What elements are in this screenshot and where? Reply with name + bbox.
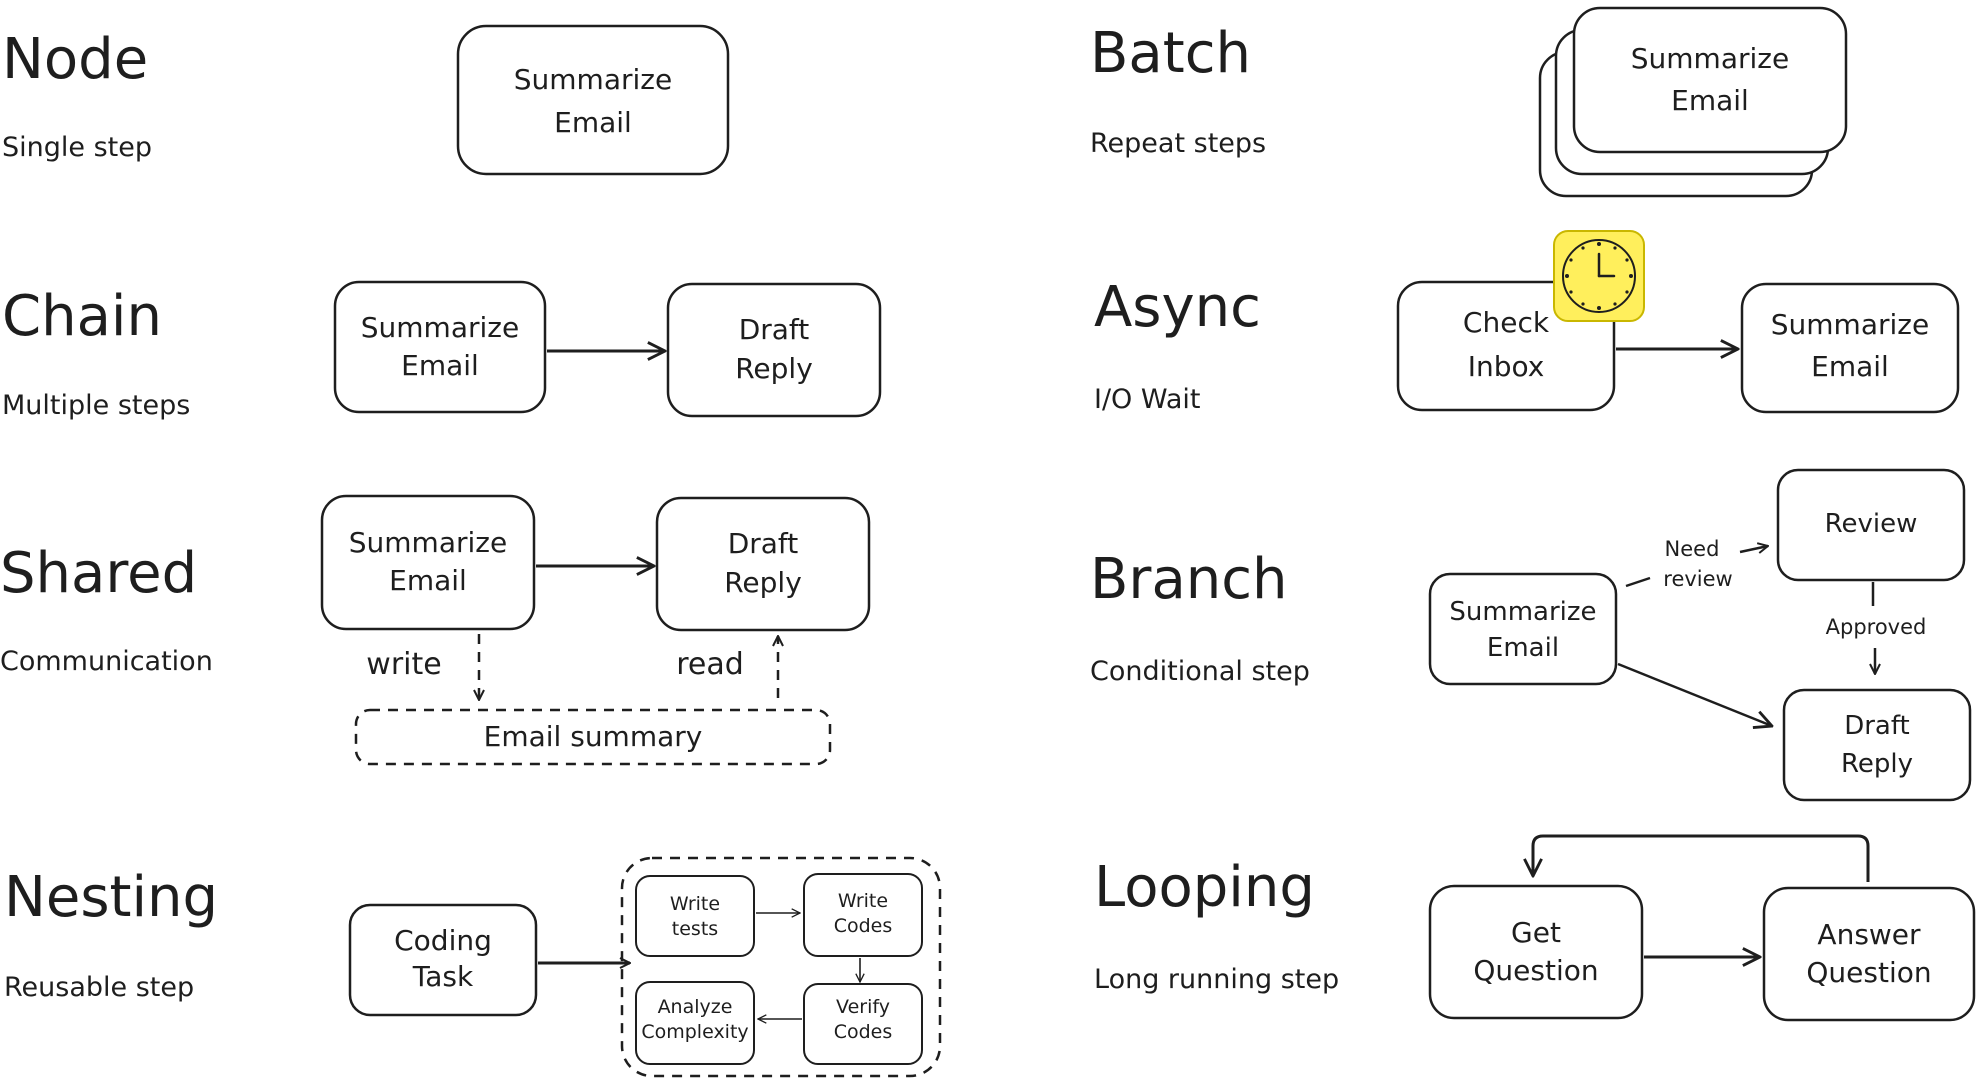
async-subtitle: I/O Wait bbox=[1094, 384, 1201, 415]
looping-section: Looping Long running step Get Question A… bbox=[1094, 834, 1976, 1022]
shared-box-1 bbox=[320, 494, 536, 631]
shared-read-label: read bbox=[676, 647, 744, 682]
chain-box-1 bbox=[333, 280, 547, 414]
nesting-verify-box bbox=[803, 983, 923, 1065]
looping-box-2-label-2: Question bbox=[1806, 956, 1931, 989]
nesting-title: Nesting bbox=[4, 865, 218, 930]
branch-subtitle: Conditional step bbox=[1090, 656, 1310, 687]
nesting-task-box bbox=[348, 903, 538, 1017]
chain-subtitle: Multiple steps bbox=[2, 390, 190, 421]
shared-title: Shared bbox=[0, 541, 197, 606]
branch-need-label-1: Need bbox=[1665, 537, 1720, 561]
looping-box-2-label-1: Answer bbox=[1817, 918, 1921, 951]
shared-box-2 bbox=[655, 496, 871, 632]
nesting-analyze-label-2: Complexity bbox=[641, 1021, 748, 1043]
branch-draft-label-2: Reply bbox=[1841, 749, 1913, 779]
batch-subtitle: Repeat steps bbox=[1090, 128, 1266, 159]
nesting-subtitle: Reusable step bbox=[4, 972, 194, 1003]
chain-section: Chain Multiple steps Summarize Email Dra… bbox=[2, 280, 882, 421]
nesting-container bbox=[620, 856, 942, 1078]
nesting-write-codes-label-1: Write bbox=[838, 890, 888, 912]
nesting-analyze-box bbox=[635, 981, 755, 1065]
shared-box-2-label-2: Reply bbox=[724, 566, 802, 599]
async-box-1-label-2: Inbox bbox=[1468, 350, 1545, 383]
nesting-write-tests-label-1: Write bbox=[670, 893, 720, 915]
branch-title: Branch bbox=[1090, 547, 1288, 612]
nesting-write-tests-box bbox=[635, 875, 755, 957]
shared-subtitle: Communication bbox=[0, 646, 213, 677]
branch-need-arrow-tail bbox=[1625, 576, 1651, 588]
async-section: Async I/O Wait Check Inbox Summarize Ema… bbox=[1094, 230, 1960, 415]
shared-box-1-label-2: Email bbox=[389, 564, 467, 597]
looping-box-1-label-2: Question bbox=[1473, 954, 1598, 987]
branch-review-box bbox=[1776, 468, 1966, 582]
async-box-2 bbox=[1740, 282, 1960, 414]
branch-need-arrow bbox=[1739, 546, 1768, 552]
shared-box-2-label-1: Draft bbox=[728, 527, 799, 560]
looping-title: Looping bbox=[1094, 855, 1315, 920]
branch-approved-label: Approved bbox=[1826, 615, 1927, 639]
nesting-section: Nesting Reusable step Coding Task Write … bbox=[4, 856, 942, 1078]
looping-box-1-label-1: Get bbox=[1511, 916, 1561, 949]
chain-title: Chain bbox=[2, 284, 162, 349]
node-box-label-2: Email bbox=[554, 106, 632, 139]
branch-draft-label-1: Draft bbox=[1844, 711, 1910, 741]
batch-title: Batch bbox=[1090, 21, 1251, 86]
node-title: Node bbox=[2, 27, 148, 92]
chain-box-1-label-1: Summarize bbox=[361, 311, 519, 344]
node-section: Node Single step Summarize Email bbox=[2, 24, 730, 176]
node-box bbox=[456, 24, 730, 176]
batch-box bbox=[1572, 6, 1848, 154]
nesting-write-tests-label-2: tests bbox=[672, 918, 718, 940]
shared-store-box bbox=[354, 708, 832, 766]
nesting-task-label-2: Task bbox=[412, 960, 474, 993]
chain-box-1-label-2: Email bbox=[401, 349, 479, 382]
looping-box-1 bbox=[1428, 884, 1644, 1020]
async-box-2-label-1: Summarize bbox=[1771, 308, 1929, 341]
nesting-task-label-1: Coding bbox=[394, 924, 492, 957]
shared-box-1-label-1: Summarize bbox=[349, 526, 507, 559]
nesting-write-codes-label-2: Codes bbox=[834, 915, 893, 937]
async-title: Async bbox=[1094, 275, 1261, 340]
looping-subtitle: Long running step bbox=[1094, 964, 1339, 995]
nesting-verify-label-2: Codes bbox=[834, 1021, 893, 1043]
node-box-label-1: Summarize bbox=[514, 63, 672, 96]
node-subtitle: Single step bbox=[2, 132, 152, 163]
chain-box-2 bbox=[666, 282, 882, 418]
chain-box-2-label-2: Reply bbox=[735, 352, 813, 385]
clock-icon bbox=[1553, 230, 1645, 322]
nesting-verify-label-1: Verify bbox=[836, 996, 890, 1018]
branch-section: Branch Conditional step Summarize Email … bbox=[1090, 468, 1972, 802]
looping-back-arrow bbox=[1533, 834, 1870, 882]
shared-store-label: Email summary bbox=[484, 720, 703, 753]
branch-review-label: Review bbox=[1825, 509, 1918, 539]
branch-draft-box bbox=[1782, 688, 1972, 802]
batch-box-label-2: Email bbox=[1671, 84, 1749, 117]
shared-write-label: write bbox=[366, 647, 441, 682]
looping-box-2 bbox=[1762, 886, 1976, 1022]
nesting-write-codes-box bbox=[803, 873, 923, 957]
chain-box-2-label-1: Draft bbox=[739, 313, 810, 346]
branch-need-label-2: review bbox=[1663, 567, 1732, 591]
async-box-2-label-2: Email bbox=[1811, 350, 1889, 383]
branch-source-box bbox=[1428, 572, 1618, 686]
branch-source-label-1: Summarize bbox=[1449, 597, 1596, 627]
branch-source-label-2: Email bbox=[1487, 633, 1559, 663]
batch-section: Batch Repeat steps Summarize Email bbox=[1090, 6, 1848, 198]
shared-section: Shared Communication Summarize Email Dra… bbox=[0, 494, 871, 766]
async-box-1-label-1: Check bbox=[1463, 306, 1550, 339]
branch-direct-arrow bbox=[1617, 662, 1772, 726]
nesting-analyze-label-1: Analyze bbox=[658, 996, 733, 1018]
batch-box-label-1: Summarize bbox=[1631, 42, 1789, 75]
